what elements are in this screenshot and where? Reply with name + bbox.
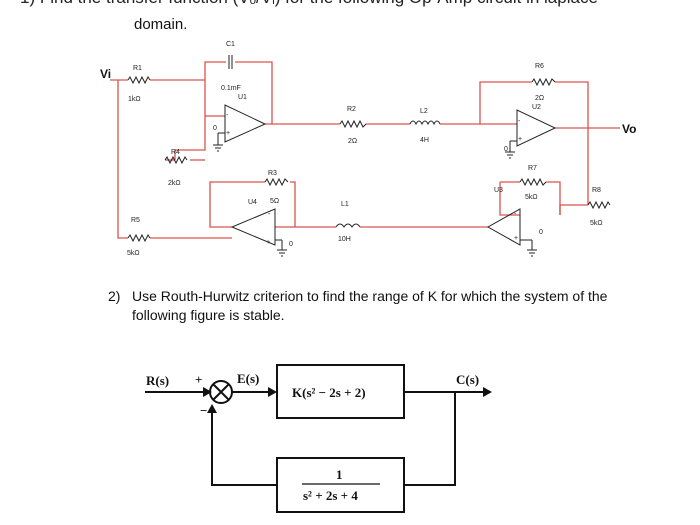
ground-mark-u2: 0 bbox=[504, 146, 508, 153]
u4-minus-pin: - bbox=[268, 211, 271, 218]
ground-symbols bbox=[213, 132, 537, 257]
r8-value: 5kΩ bbox=[590, 220, 603, 227]
r2-resistor bbox=[339, 119, 367, 129]
forward-gain-text: K(s² − 2s + 2) bbox=[292, 385, 366, 400]
l2-inductor bbox=[409, 120, 441, 126]
r5-resistor bbox=[127, 233, 151, 243]
u2-label: U2 bbox=[532, 104, 541, 111]
r6-value: 2Ω bbox=[535, 95, 544, 102]
u4-label: U4 bbox=[248, 199, 257, 206]
block-diagram bbox=[145, 364, 492, 513]
ground-mark-u3: 0 bbox=[539, 229, 543, 236]
l1-inductor bbox=[335, 223, 361, 228]
sum-minus-sign: − bbox=[200, 403, 207, 418]
op-amp-u4: - + U4 bbox=[230, 199, 276, 246]
question-1-domain-line: domain. bbox=[134, 16, 188, 33]
vo-label: Vo bbox=[622, 122, 636, 136]
r7-value: 5kΩ bbox=[525, 194, 538, 201]
r5-value: 5kΩ bbox=[127, 250, 140, 257]
question-2: 2) Use Routh-Hurwitz criterion to find t… bbox=[108, 287, 628, 325]
u4-plus-pin: + bbox=[266, 239, 270, 246]
r5-name: R5 bbox=[131, 217, 140, 224]
u2-minus-pin: - bbox=[518, 118, 521, 125]
r1-value: 1kΩ bbox=[128, 96, 141, 103]
r1-name: R1 bbox=[133, 65, 142, 72]
r6-name: R6 bbox=[535, 63, 544, 70]
feedback-numerator: 1 bbox=[336, 467, 343, 482]
ground-mark-u4: 0 bbox=[289, 241, 293, 248]
c1-capacitor bbox=[228, 55, 233, 69]
ground-mark-u1: 0 bbox=[213, 125, 217, 132]
vi-label: Vi bbox=[100, 67, 111, 81]
question-1-cutoff-text: 1) Find the transfer function (Vₒ/Vᵢ) fo… bbox=[20, 0, 598, 8]
input-rs-label: R(s) bbox=[146, 373, 169, 388]
u1-plus-pin: + bbox=[226, 130, 230, 137]
op-amp-u3: - + U3 bbox=[486, 187, 521, 246]
r4-resistor bbox=[164, 155, 188, 165]
r7-resistor bbox=[519, 177, 547, 187]
feedback-denominator: s² + 2s + 4 bbox=[303, 488, 358, 503]
l2-name: L2 bbox=[420, 108, 428, 115]
l1-value: 10H bbox=[338, 236, 351, 243]
c1-name: C1 bbox=[226, 41, 235, 48]
op-amp-u2: - + U2 bbox=[516, 104, 557, 147]
c1-value: 0.1mF bbox=[221, 85, 241, 92]
u3-minus-pin: - bbox=[514, 211, 517, 218]
r2-value: 2Ω bbox=[348, 138, 357, 145]
r3-name: R3 bbox=[268, 170, 277, 177]
r3-value: 5Ω bbox=[270, 198, 279, 205]
u1-label: U1 bbox=[238, 94, 247, 101]
r4-value: 2kΩ bbox=[168, 180, 181, 187]
r3-resistor bbox=[264, 177, 289, 187]
u2-plus-pin: + bbox=[518, 136, 522, 143]
r7-name: R7 bbox=[528, 165, 537, 172]
u3-label: U3 bbox=[494, 187, 503, 194]
r1-resistor bbox=[127, 75, 151, 85]
r8-name: R8 bbox=[592, 187, 601, 194]
op-amp-u1: - + U1 bbox=[224, 94, 267, 143]
r8-resistor bbox=[587, 200, 611, 210]
r4-name: R4 bbox=[171, 149, 180, 156]
u1-minus-pin: - bbox=[226, 112, 229, 119]
l1-name: L1 bbox=[341, 201, 349, 208]
error-es-label: E(s) bbox=[237, 371, 259, 386]
question-2-text: Use Routh-Hurwitz criterion to find the … bbox=[132, 288, 608, 323]
l2-value: 4H bbox=[420, 137, 429, 144]
output-cs-label: C(s) bbox=[456, 372, 479, 387]
circuit-wires bbox=[110, 61, 620, 239]
r6-resistor bbox=[531, 77, 556, 87]
sum-plus-sign: + bbox=[195, 372, 202, 387]
question-2-number: 2) bbox=[108, 288, 121, 304]
u3-plus-pin: + bbox=[514, 235, 518, 242]
r2-name: R2 bbox=[347, 106, 356, 113]
question-1-cutoff: 1) Find the transfer function (Vₒ/Vᵢ) fo… bbox=[0, 0, 700, 8]
